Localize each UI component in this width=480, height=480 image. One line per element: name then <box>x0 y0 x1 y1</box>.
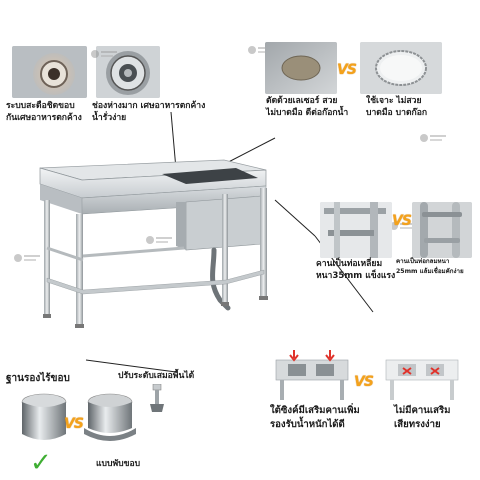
foot-seamless-caption: ฐานรองไร้ขอบ <box>6 373 70 384</box>
adjustable-foot-icon <box>150 384 164 412</box>
vs-badge-support: VS <box>354 374 374 390</box>
drain-flush-photo <box>12 46 87 98</box>
x-icon <box>402 367 412 375</box>
extra-beam-photo <box>270 350 354 402</box>
foot-adjust-caption: ปรับระดับเสมอพื้นได้ <box>118 371 195 381</box>
brand-logo-watermark <box>144 232 174 251</box>
extra-beam-text-1: ใต้ซิงค์มีเสริมคานเพิ่ม <box>270 405 360 416</box>
square-beam-photo <box>320 202 392 258</box>
laser-cut-photo <box>265 42 337 94</box>
square-beam-caption: คานเป็นท่อเหลี่ยม หนา35mm แข็งแรง <box>316 258 395 282</box>
seamless-foot-icon <box>21 393 67 440</box>
check-icon: ✓ <box>30 448 52 478</box>
vs-badge-cutting: VS <box>337 62 357 78</box>
extra-beam-text-2: รองรับน้ำหนักได้ดี <box>270 419 345 430</box>
drain-gap-text-1: ช่องห่างมาก เศษอาหารตกค้าง <box>92 101 206 111</box>
foot-folded-photo <box>80 392 138 446</box>
square-beam-icon <box>320 202 392 258</box>
extra-beam-caption: ใต้ซิงค์มีเสริมคานเพิ่ม รองรับน้ำหนักได้… <box>270 404 360 432</box>
laser-cut-caption: ตัดด้วยเลเซอร์ สวย ไม่บาดมือ ดีต่อก๊อกน้… <box>266 95 348 119</box>
x-icon <box>430 367 440 375</box>
brand-logo-watermark <box>418 130 448 149</box>
no-beam-photo <box>380 350 464 402</box>
drain-gap-caption: ช่องห่างมาก เศษอาหารตกค้าง น้ำรั่วง่าย <box>92 100 205 124</box>
drain-flush-text-2: กันเศษอาหารตกค้าง <box>6 113 82 123</box>
laser-cut-text-1: ตัดด้วยเลเซอร์ สวย <box>266 96 338 106</box>
laser-cut-text-2: ไม่บาดมือ ดีต่อก๊อกน้ำ <box>266 108 349 118</box>
foot-folded-caption: แบบพับขอบ <box>96 459 141 469</box>
arrow-down-icon <box>289 350 299 362</box>
foot-seamless-photo <box>16 392 72 446</box>
round-beam-text-2: 25mm แล้มเชื่อมคักง่าย <box>396 268 464 275</box>
vs-badge-feet: VS <box>64 416 84 432</box>
no-beam-text-1: ไม่มีคานเสริม <box>394 405 451 416</box>
drill-cut-caption: ใช้เจาะ ไม่สวย บาดมือ บาดก๊อก <box>366 95 427 119</box>
no-beam-caption: ไม่มีคานเสริม เสียทรงง่าย <box>394 404 450 432</box>
drain-gap-icon <box>96 46 160 98</box>
brand-logo-watermark <box>89 46 119 65</box>
drill-cut-hole-icon <box>360 42 442 94</box>
round-beam-photo <box>412 202 472 258</box>
drill-cut-photo <box>360 42 442 94</box>
drain-gap-photo <box>96 46 160 98</box>
brand-logo-watermark <box>12 250 42 269</box>
folded-foot-icon <box>84 393 136 441</box>
square-beam-text-2: หนา35mm แข็งแรง <box>316 271 396 281</box>
brand-logo-watermark <box>388 218 418 237</box>
round-beam-icon <box>412 202 472 258</box>
no-beam-text-2: เสียทรงง่าย <box>394 419 441 430</box>
adjustable-foot-photo <box>148 384 166 414</box>
vs-badge-beam: VS <box>392 213 412 229</box>
drain-flush-caption: ระบบสะดือชิดขอบ กันเศษอาหารตกค้าง <box>6 100 82 124</box>
drain-flush-text-1: ระบบสะดือชิดขอบ <box>6 101 75 111</box>
drain-gap-text-2: น้ำรั่วง่าย <box>92 113 127 123</box>
laser-cut-hole-icon <box>265 42 337 94</box>
drill-cut-text-2: บาดมือ บาดก๊อก <box>366 108 428 118</box>
drain-flush-icon <box>12 46 87 98</box>
round-beam-text-1: คานเป็นท่อกลมหนา <box>396 258 450 265</box>
no-beam-icon <box>385 359 459 400</box>
square-beam-text-1: คานเป็นท่อเหลี่ยม <box>316 259 383 269</box>
extra-beam-icon <box>275 350 349 400</box>
sink-table-illustration <box>39 159 268 328</box>
drill-cut-text-1: ใช้เจาะ ไม่สวย <box>366 96 422 106</box>
arrow-down-icon <box>325 350 335 362</box>
round-beam-caption: คานเป็นท่อกลมหนา 25mm แล้มเชื่อมคักง่าย <box>396 257 464 277</box>
